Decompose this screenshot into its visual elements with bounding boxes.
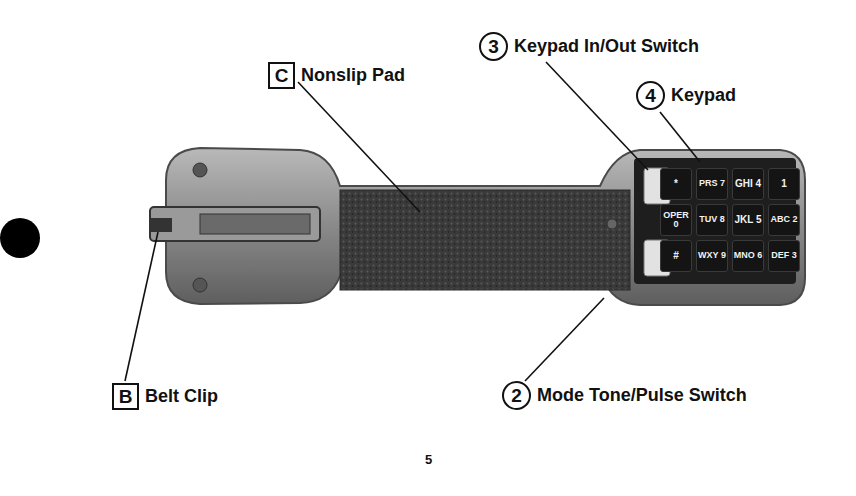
belt-clip-slot bbox=[200, 214, 310, 234]
keypad-key: ABC 2 bbox=[768, 204, 800, 236]
keypad-key: * bbox=[660, 168, 692, 200]
callout-number: C bbox=[268, 62, 295, 89]
belt-clip-hinge bbox=[150, 218, 172, 232]
keypad-key: WXY 9 bbox=[696, 240, 728, 272]
key-label: ABC 2 bbox=[770, 215, 797, 224]
callout: 3 Keypad In/Out Switch bbox=[479, 32, 699, 61]
leader-line bbox=[125, 232, 158, 381]
callout-number: 3 bbox=[479, 32, 508, 61]
callout: B Belt Clip bbox=[112, 383, 218, 410]
key-label: WXY 9 bbox=[698, 251, 726, 260]
binder-hole bbox=[0, 218, 40, 258]
keypad-key: TUV 8 bbox=[696, 204, 728, 236]
keypad-key: DEF 3 bbox=[768, 240, 800, 272]
screw bbox=[607, 219, 617, 229]
leader-line bbox=[525, 298, 604, 381]
keypad-key: JKL 5 bbox=[732, 204, 764, 236]
keypad-key: GHI 4 bbox=[732, 168, 764, 200]
page-number: 5 bbox=[425, 452, 432, 467]
nonslip-pad bbox=[340, 190, 630, 290]
screw bbox=[193, 278, 207, 292]
key-label: GHI 4 bbox=[735, 179, 761, 190]
leader-line bbox=[660, 112, 700, 162]
key-label: * bbox=[674, 179, 678, 190]
callout: 4 Keypad bbox=[636, 81, 736, 110]
leader-line bbox=[298, 82, 420, 212]
callout-number: 2 bbox=[502, 381, 531, 410]
screw bbox=[193, 163, 207, 177]
keypad-key: 1 bbox=[768, 168, 800, 200]
leader-line bbox=[546, 62, 648, 170]
callout: C Nonslip Pad bbox=[268, 62, 405, 89]
key-label: 1 bbox=[781, 179, 787, 190]
key-label: DEF 3 bbox=[771, 251, 797, 260]
part-name: Keypad bbox=[671, 85, 736, 106]
part-name: Mode Tone/Pulse Switch bbox=[537, 385, 747, 406]
key-label: TUV 8 bbox=[699, 215, 725, 224]
keypad-key: MNO 6 bbox=[732, 240, 764, 272]
key-label: JKL 5 bbox=[734, 215, 761, 226]
key-label: # bbox=[673, 251, 679, 262]
part-name: Keypad In/Out Switch bbox=[514, 36, 699, 57]
belt-clip bbox=[150, 207, 320, 241]
callout-number: 4 bbox=[636, 81, 665, 110]
keypad-key: OPER 0 bbox=[660, 204, 692, 236]
part-name: Belt Clip bbox=[145, 386, 218, 407]
key-label: OPER 0 bbox=[661, 211, 691, 230]
key-label: MNO 6 bbox=[734, 251, 763, 260]
callout: 2 Mode Tone/Pulse Switch bbox=[502, 381, 747, 410]
part-name: Nonslip Pad bbox=[301, 65, 405, 86]
keypad-key: # bbox=[660, 240, 692, 272]
key-label: PRS 7 bbox=[699, 179, 725, 188]
keypad-key: PRS 7 bbox=[696, 168, 728, 200]
callout-number: B bbox=[112, 383, 139, 410]
handset-body bbox=[166, 148, 805, 305]
